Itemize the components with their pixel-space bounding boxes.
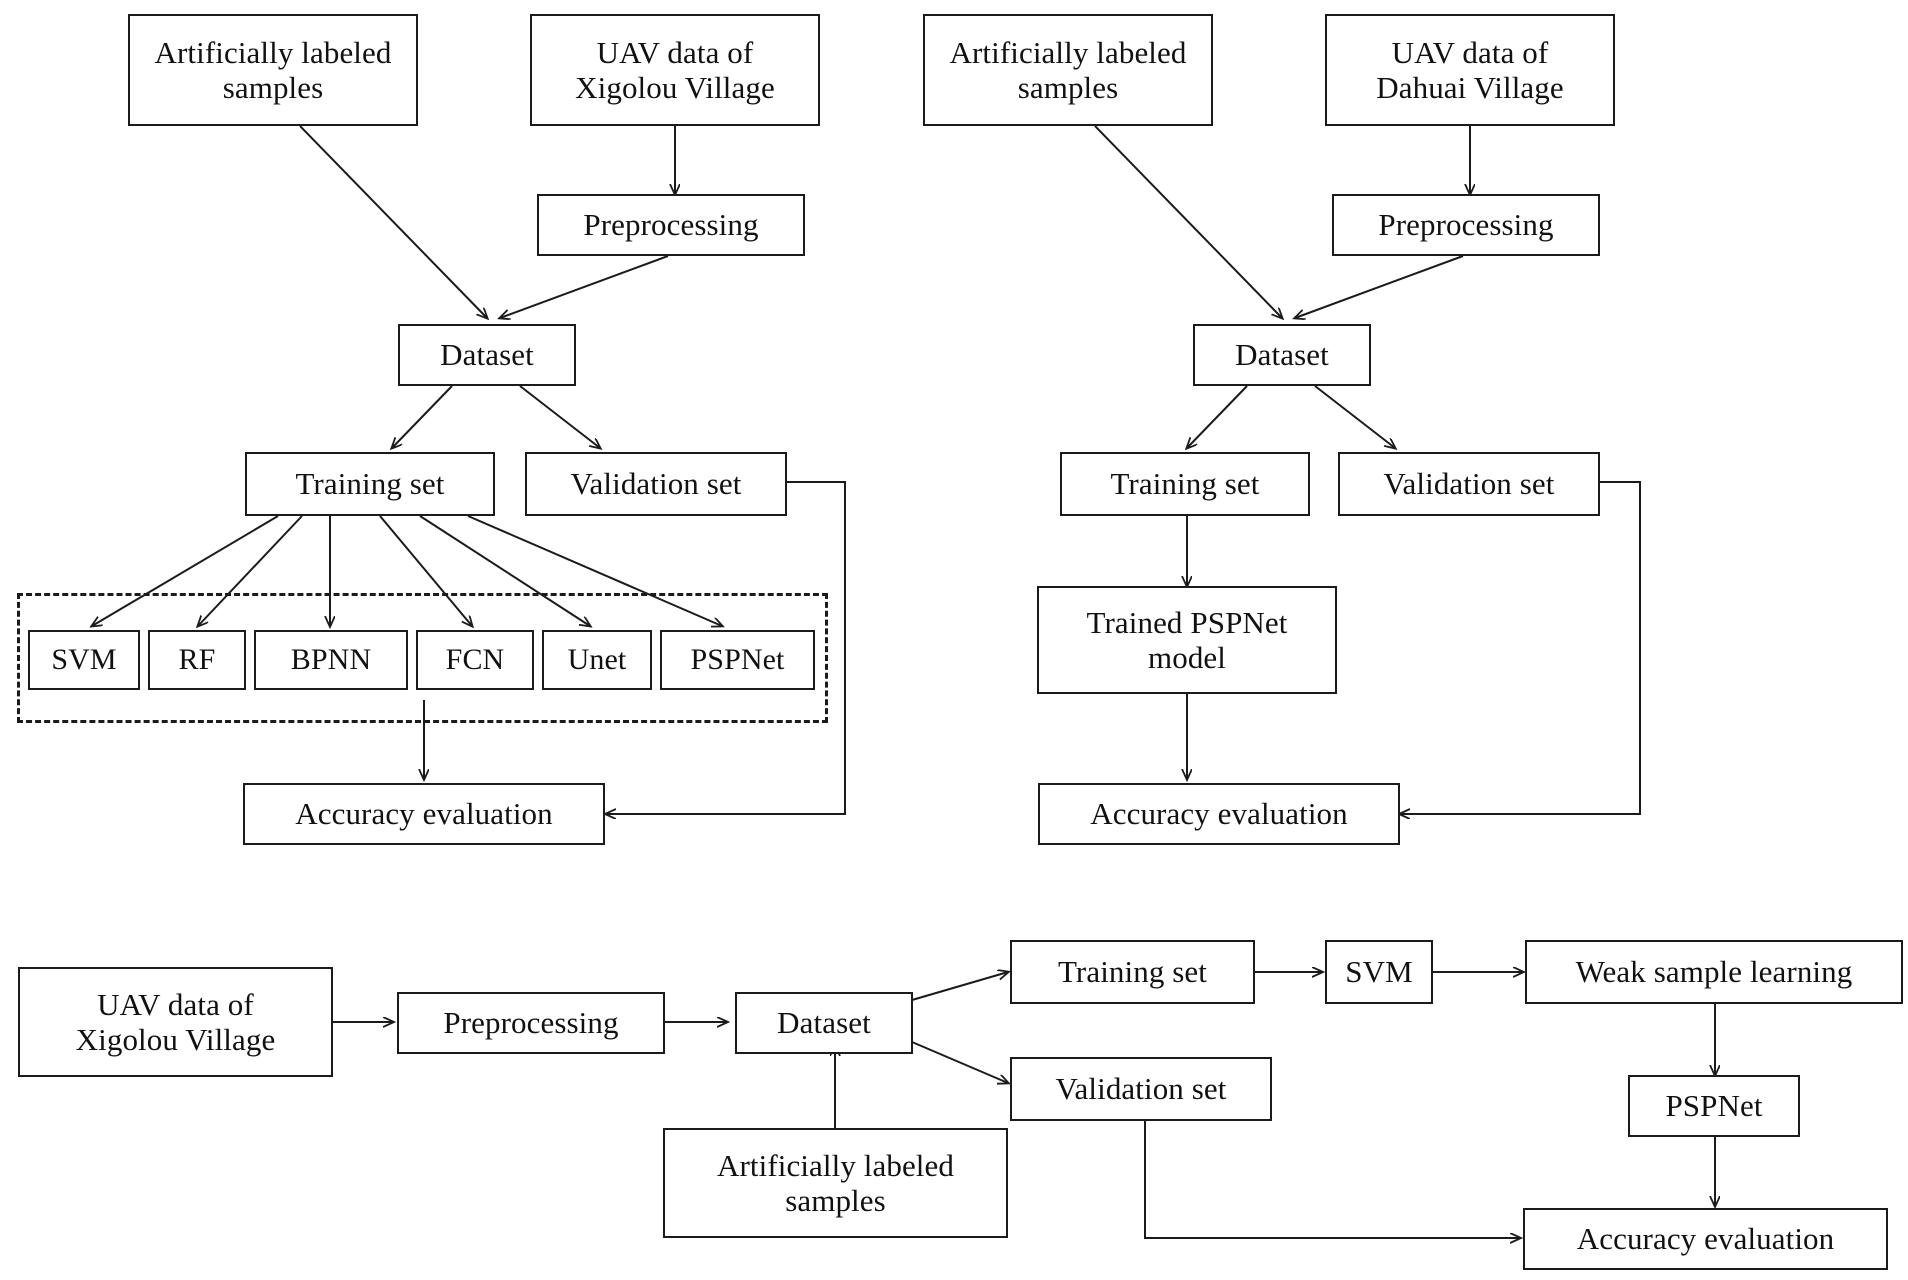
node-svm-bottom[interactable]: SVM xyxy=(1325,940,1433,1004)
edge-tr-preproc-to-dataset xyxy=(1295,255,1464,318)
edge-b-dataset-to-val xyxy=(911,1041,1008,1083)
node-trained-pspnet-model[interactable]: Trained PSPNet model xyxy=(1037,586,1337,694)
node-accuracy-evaluation-right[interactable]: Accuracy evaluation xyxy=(1038,783,1400,845)
node-bpnn-left[interactable]: BPNN xyxy=(254,630,408,690)
node-dataset-right[interactable]: Dataset xyxy=(1193,324,1371,386)
node-artificially-labeled-samples-left[interactable]: Artificially labeled samples xyxy=(128,14,418,126)
edge-preproc-to-dataset xyxy=(500,255,669,318)
node-weak-sample-learning[interactable]: Weak sample learning xyxy=(1525,940,1903,1004)
node-accuracy-evaluation-bottom[interactable]: Accuracy evaluation xyxy=(1523,1208,1888,1270)
node-unet-left[interactable]: Unet xyxy=(542,630,652,690)
node-training-set-bottom[interactable]: Training set xyxy=(1010,940,1255,1004)
edge-tr-labeled-to-dataset xyxy=(1094,125,1282,318)
node-preprocessing-right[interactable]: Preprocessing xyxy=(1332,194,1600,256)
node-artificially-labeled-samples-bottom[interactable]: Artificially labeled samples xyxy=(663,1128,1008,1238)
node-dataset-bottom[interactable]: Dataset xyxy=(735,992,913,1054)
node-preprocessing-left[interactable]: Preprocessing xyxy=(537,194,805,256)
node-accuracy-evaluation-left[interactable]: Accuracy evaluation xyxy=(243,783,605,845)
node-validation-set-right[interactable]: Validation set xyxy=(1338,452,1600,516)
node-training-set-right[interactable]: Training set xyxy=(1060,452,1310,516)
edge-b-val-to-acc xyxy=(1144,1120,1520,1238)
node-validation-set-bottom[interactable]: Validation set xyxy=(1010,1057,1272,1121)
node-rf-left[interactable]: RF xyxy=(148,630,246,690)
edge-labeled-to-dataset xyxy=(299,125,487,318)
edge-dataset-to-val xyxy=(519,385,600,448)
node-dataset-left[interactable]: Dataset xyxy=(398,324,576,386)
node-training-set-left[interactable]: Training set xyxy=(245,452,495,516)
node-preprocessing-bottom[interactable]: Preprocessing xyxy=(397,992,665,1054)
edge-tr-dataset-to-val xyxy=(1314,385,1395,448)
node-pspnet-bottom[interactable]: PSPNet xyxy=(1628,1075,1800,1137)
node-fcn-left[interactable]: FCN xyxy=(416,630,534,690)
model-comparison-group xyxy=(17,593,828,723)
node-pspnet-left[interactable]: PSPNet xyxy=(660,630,815,690)
edge-tr-val-to-acc xyxy=(1400,481,1641,814)
node-validation-set-left[interactable]: Validation set xyxy=(525,452,787,516)
node-uav-data-xigolou-left[interactable]: UAV data of Xigolou Village xyxy=(530,14,820,126)
node-svm-left[interactable]: SVM xyxy=(28,630,140,690)
node-artificially-labeled-samples-right[interactable]: Artificially labeled samples xyxy=(923,14,1213,126)
node-uav-data-xigolou-bottom[interactable]: UAV data of Xigolou Village xyxy=(18,967,333,1077)
edge-dataset-to-train xyxy=(392,385,453,448)
node-uav-data-dahuai-right[interactable]: UAV data of Dahuai Village xyxy=(1325,14,1615,126)
edge-b-dataset-to-train xyxy=(911,972,1008,1001)
edge-tr-dataset-to-train xyxy=(1187,385,1248,448)
